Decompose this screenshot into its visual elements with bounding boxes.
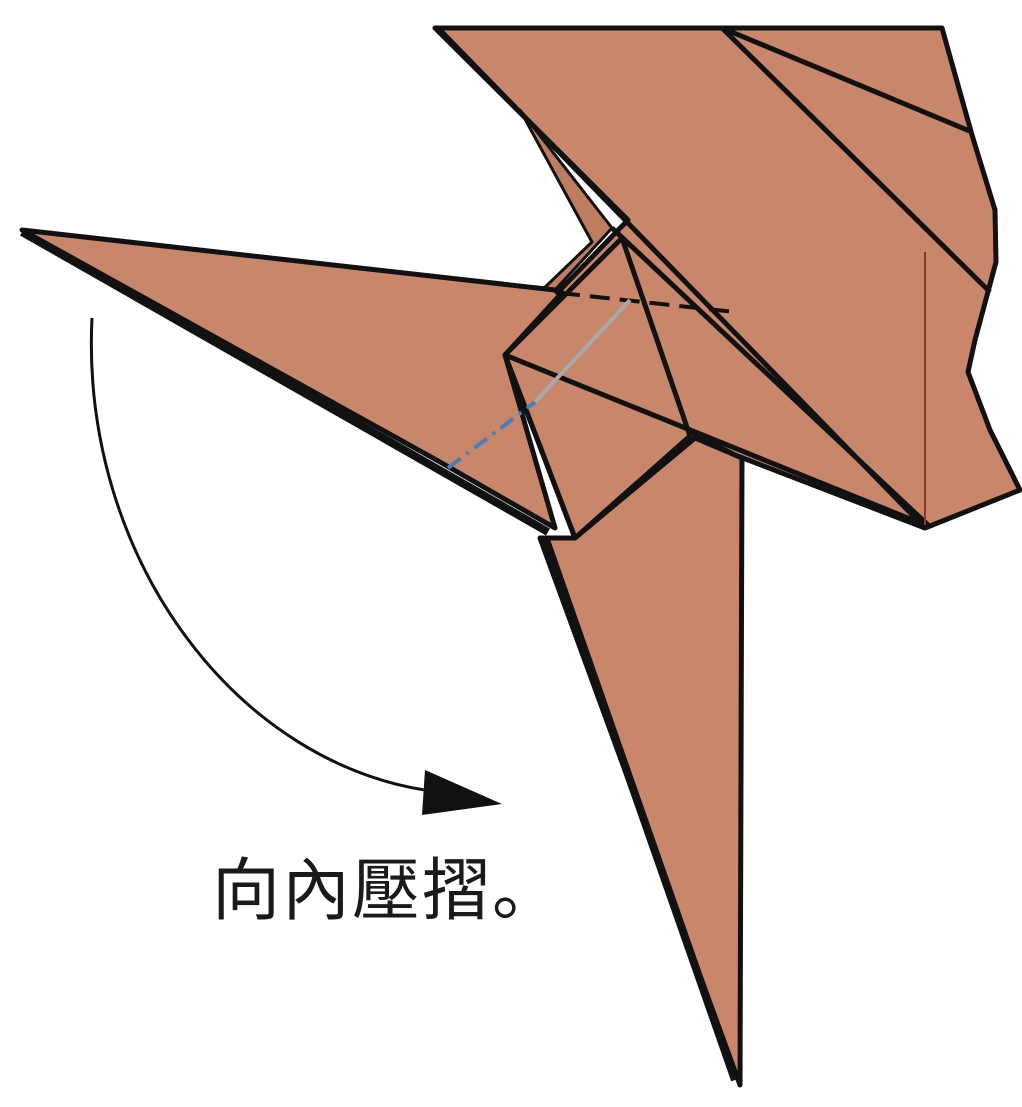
arrowhead-icon <box>422 770 502 815</box>
left-point-edge-shadow <box>20 228 550 536</box>
lower-point-flap <box>537 435 745 1088</box>
mountain-fold-line <box>446 400 537 470</box>
instruction-text: 向內壓摺。 <box>212 852 563 931</box>
fold-line-a <box>504 352 926 528</box>
lower-point-edge-shadow <box>542 538 739 1082</box>
mountain-fold-line-hidden <box>533 298 632 404</box>
fold-line-e <box>720 26 992 294</box>
fold-line-f <box>436 26 927 530</box>
curved-arrow-icon <box>89 317 441 794</box>
fold-line-b <box>502 354 578 539</box>
fold-line-d <box>721 25 973 135</box>
